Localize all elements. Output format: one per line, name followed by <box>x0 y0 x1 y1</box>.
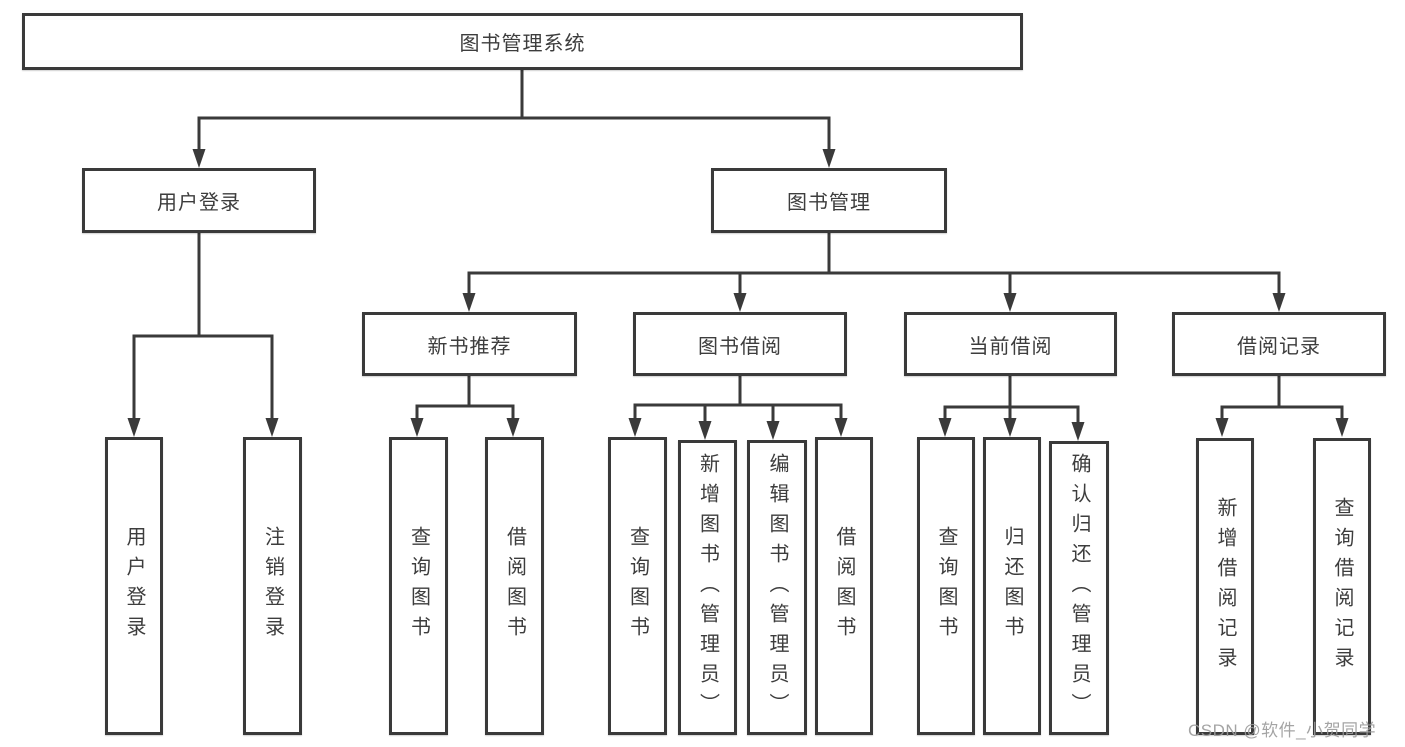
node-label: 当前借阅 <box>968 335 1053 358</box>
leaf-br-query-record: 查询借阅记录 <box>1313 438 1371 735</box>
node-label: 编辑图书（管理员） <box>766 452 788 723</box>
node-new-book-recommendation: 新书推荐 <box>362 312 577 376</box>
node-label: 查询图书 <box>935 526 957 646</box>
csdn-watermark: CSDN @软件_小贺同学 <box>1188 721 1377 740</box>
leaf-nb-borrow-books: 借阅图书 <box>485 437 544 735</box>
leaf-cb-query-books: 查询图书 <box>917 437 975 735</box>
node-current-borrowing: 当前借阅 <box>904 312 1117 376</box>
node-label: 查询图书 <box>626 526 649 646</box>
leaf-logout-login: 注销登录 <box>243 437 302 735</box>
node-label: 用户登录 <box>157 192 241 214</box>
node-label: 借阅图书 <box>833 526 855 646</box>
leaf-bb-query-books: 查询图书 <box>608 437 667 735</box>
node-label: 图书借阅 <box>698 335 782 358</box>
node-user-login: 用户登录 <box>82 168 316 233</box>
node-label: 新书推荐 <box>427 335 512 358</box>
node-book-borrowing: 图书借阅 <box>633 312 847 376</box>
node-book-management: 图书管理 <box>711 168 947 233</box>
node-label: 归还图书 <box>1001 526 1023 646</box>
node-library-management-system: 图书管理系统 <box>22 13 1023 70</box>
node-label: 用户登录 <box>123 526 145 646</box>
node-label: 借阅图书 <box>503 526 526 646</box>
node-borrowing-records: 借阅记录 <box>1172 312 1386 376</box>
node-label: 图书管理 <box>787 192 871 214</box>
node-label: 借阅记录 <box>1237 335 1321 358</box>
node-label: 确认归还（管理员） <box>1068 453 1090 723</box>
leaf-bb-borrow-books: 借阅图书 <box>815 437 873 735</box>
node-label: 图书管理系统 <box>459 33 586 55</box>
node-label: 新增图书（管理员） <box>696 452 719 723</box>
leaf-bb-add-books-admin: 新增图书（管理员） <box>678 440 737 735</box>
node-label: 新增借阅记录 <box>1214 496 1236 677</box>
node-label: 注销登录 <box>261 526 284 646</box>
node-label: 查询借阅记录 <box>1331 496 1353 677</box>
leaf-user-login: 用户登录 <box>105 437 163 735</box>
leaf-nb-query-books: 查询图书 <box>389 437 448 735</box>
node-label: 查询图书 <box>407 526 430 646</box>
leaf-br-add-record: 新增借阅记录 <box>1196 438 1254 735</box>
leaf-cb-confirm-return-admin: 确认归还（管理员） <box>1049 441 1109 735</box>
leaf-bb-edit-books-admin: 编辑图书（管理员） <box>747 440 807 735</box>
leaf-cb-return-books: 归还图书 <box>983 437 1041 735</box>
